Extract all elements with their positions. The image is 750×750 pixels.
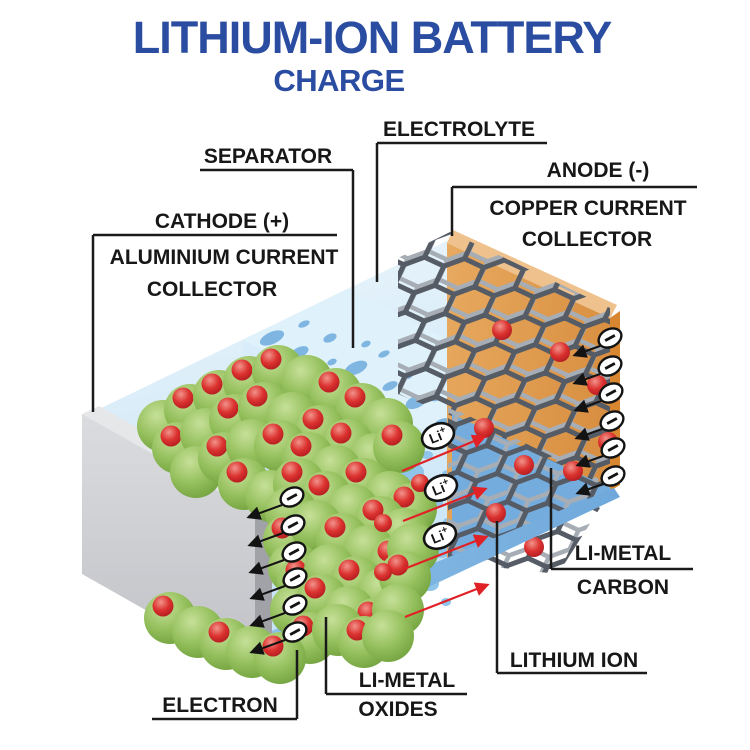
label-copper-collector-2: COLLECTOR xyxy=(522,228,652,251)
label-anode: ANODE (-) xyxy=(547,159,650,182)
diagram-subtitle: CHARGE xyxy=(273,63,404,98)
li-ion-symbol: Li+ xyxy=(423,473,459,503)
label-li-metal-carbon-2: CARBON xyxy=(577,576,669,599)
electrolyte-leader xyxy=(375,141,547,282)
lithium-ions-in-carbon xyxy=(474,320,618,557)
label-li-metal-oxides-1: LI-METAL xyxy=(359,669,456,692)
svg-text:Li+: Li+ xyxy=(428,524,451,547)
label-li-metal-carbon-1: LI-METAL xyxy=(575,542,672,565)
aluminium-face xyxy=(82,414,255,672)
anode-leader xyxy=(450,185,697,236)
svg-text:Li+: Li+ xyxy=(426,424,449,447)
electron-icon xyxy=(282,567,308,589)
cathode-leader xyxy=(91,233,337,412)
leader-lines xyxy=(91,141,697,721)
li-metal-carbon-lattice-lower xyxy=(448,406,614,574)
label-lithium-ion: LITHIUM ION xyxy=(510,649,638,672)
electron-icon xyxy=(598,382,624,404)
separator-leader xyxy=(200,168,355,348)
label-copper-collector-1: COPPER CURRENT xyxy=(489,197,686,220)
label-cathode: CATHODE (+) xyxy=(155,210,289,233)
electron-icon xyxy=(599,410,625,432)
li-ion-symbol: Li+ xyxy=(422,521,458,551)
electron-icon xyxy=(281,541,307,563)
electron-icon xyxy=(279,486,305,508)
electron-icon xyxy=(280,514,306,536)
electron-icon xyxy=(600,437,626,459)
li-ion-symbols: Li+ Li+ Li+ xyxy=(420,421,459,551)
li-metal-carbon-leader xyxy=(549,468,693,571)
svg-text:Li+: Li+ xyxy=(429,476,452,499)
li-metal-oxides-leader xyxy=(324,617,467,696)
electron-icon xyxy=(597,355,623,377)
label-aluminium-collector-1: ALUMINIUM CURRENT xyxy=(110,246,339,269)
li-ion-flow-arrows xyxy=(401,434,490,619)
label-electrolyte: ELECTROLYTE xyxy=(383,118,535,141)
electrons-anode-side xyxy=(572,327,626,496)
label-electron: ELECTRON xyxy=(162,694,278,717)
electron-icon xyxy=(597,327,623,349)
lithium-ion-leader xyxy=(495,521,647,675)
label-separator: SEPARATOR xyxy=(204,145,332,168)
electron-icon xyxy=(282,621,308,643)
electron-icon xyxy=(600,465,626,487)
electrons-cathode-side xyxy=(246,486,308,655)
label-aluminium-collector-2: COLLECTOR xyxy=(147,278,277,301)
electron-leader xyxy=(152,650,299,721)
li-ion-symbol: Li+ xyxy=(420,421,456,451)
electron-icon xyxy=(282,594,308,616)
diagram-title: LITHIUM-ION BATTERY xyxy=(133,12,612,63)
label-li-metal-oxides-2: OXIDES xyxy=(358,698,437,721)
